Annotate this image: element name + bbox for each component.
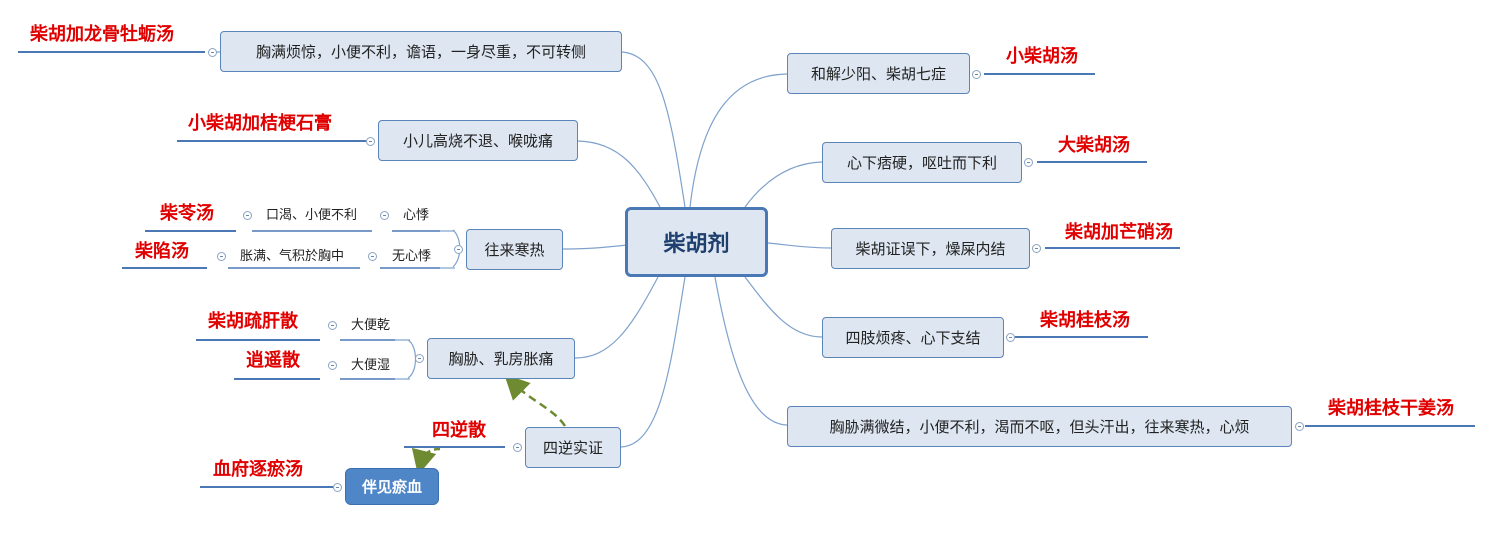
collapse-icon[interactable] <box>380 211 389 220</box>
collapse-icon[interactable] <box>328 361 337 370</box>
symptom-node-left-1[interactable]: 胸满烦惊，小便不利，谵语，一身尽重，不可转侧 <box>220 31 622 72</box>
connector-left-5 <box>620 276 686 448</box>
collapse-icon[interactable] <box>208 48 217 57</box>
symptom-node-right-5[interactable]: 胸胁满微结，小便不利，渴而不呕，但头汗出，往来寒热，心烦 <box>787 406 1292 447</box>
formula-left-3a: 柴苓汤 <box>160 203 214 224</box>
collapse-icon[interactable] <box>454 245 463 254</box>
formula-left-3b: 柴陷汤 <box>135 241 189 262</box>
collapse-icon[interactable] <box>972 70 981 79</box>
condition-label: 大便湿 <box>351 358 391 373</box>
connector-right-2 <box>744 161 823 208</box>
symptom-node-right-3[interactable]: 柴胡证误下，燥屎内结 <box>831 228 1030 269</box>
root-node[interactable]: 柴胡剂 <box>625 207 768 277</box>
formula-right-3: 柴胡加芒硝汤 <box>1065 222 1173 243</box>
collapse-icon[interactable] <box>1006 333 1015 342</box>
collapse-icon[interactable] <box>328 321 337 330</box>
connector-left-1 <box>621 51 686 208</box>
collapse-icon[interactable] <box>368 252 377 261</box>
condition-label: 大便乾 <box>351 318 391 333</box>
dashed-arrow-to-sini <box>411 447 441 476</box>
formula-right-2: 大柴胡汤 <box>1058 135 1130 156</box>
collapse-icon[interactable] <box>415 354 424 363</box>
formula-left-4a: 柴胡疏肝散 <box>208 311 298 332</box>
condition-label: 心悸 <box>403 208 430 223</box>
symptom-node-left-2[interactable]: 小儿高烧不退、喉咙痛 <box>378 120 578 161</box>
formula-left-2: 小柴胡加桔梗石膏 <box>188 113 332 134</box>
formula-right-1: 小柴胡汤 <box>1006 46 1078 67</box>
formula-right-5: 柴胡桂枝干姜汤 <box>1328 398 1454 419</box>
formula-right-4: 柴胡桂枝汤 <box>1040 310 1130 331</box>
formula-left-5b: 血府逐瘀汤 <box>213 459 303 480</box>
symptom-node-left-4[interactable]: 胸胁、乳房胀痛 <box>427 338 575 379</box>
dashed-arrow-to-chest <box>504 374 567 427</box>
connector-right-1 <box>689 73 788 208</box>
symptom-node-left-3[interactable]: 往来寒热 <box>466 229 563 270</box>
collapse-icon[interactable] <box>1024 158 1033 167</box>
collapse-icon[interactable] <box>1295 422 1304 431</box>
blood-stasis-node[interactable]: 伴见瘀血 <box>345 468 439 505</box>
collapse-icon[interactable] <box>217 252 226 261</box>
detail-label: 胀满、气积於胸中 <box>240 249 345 264</box>
collapse-icon[interactable] <box>1032 244 1041 253</box>
collapse-icon[interactable] <box>243 211 252 220</box>
root-label: 柴胡剂 <box>663 232 730 257</box>
symptom-node-right-1[interactable]: 和解少阳、柴胡七症 <box>787 53 970 94</box>
symptom-node-right-4[interactable]: 四肢烦疼、心下支结 <box>822 317 1004 358</box>
connector-right-4 <box>744 276 823 338</box>
collapse-icon[interactable] <box>366 137 375 146</box>
connector-left-4 <box>574 276 659 359</box>
condition-label: 无心悸 <box>392 249 432 264</box>
connector-left-2 <box>577 140 661 208</box>
formula-left-1: 柴胡加龙骨牡蛎汤 <box>30 24 174 45</box>
detail-label: 口渴、小便不利 <box>266 208 358 223</box>
collapse-icon[interactable] <box>513 443 522 452</box>
formula-left-5: 四逆散 <box>432 420 486 441</box>
connector-right-3 <box>767 242 832 249</box>
collapse-icon[interactable] <box>333 483 342 492</box>
symptom-node-right-2[interactable]: 心下痞硬，呕吐而下利 <box>822 142 1022 183</box>
symptom-node-left-5[interactable]: 四逆实证 <box>525 427 621 468</box>
connector-right-5 <box>714 276 788 426</box>
formula-left-4b: 逍遥散 <box>246 350 300 371</box>
connector-left-3 <box>562 244 628 250</box>
